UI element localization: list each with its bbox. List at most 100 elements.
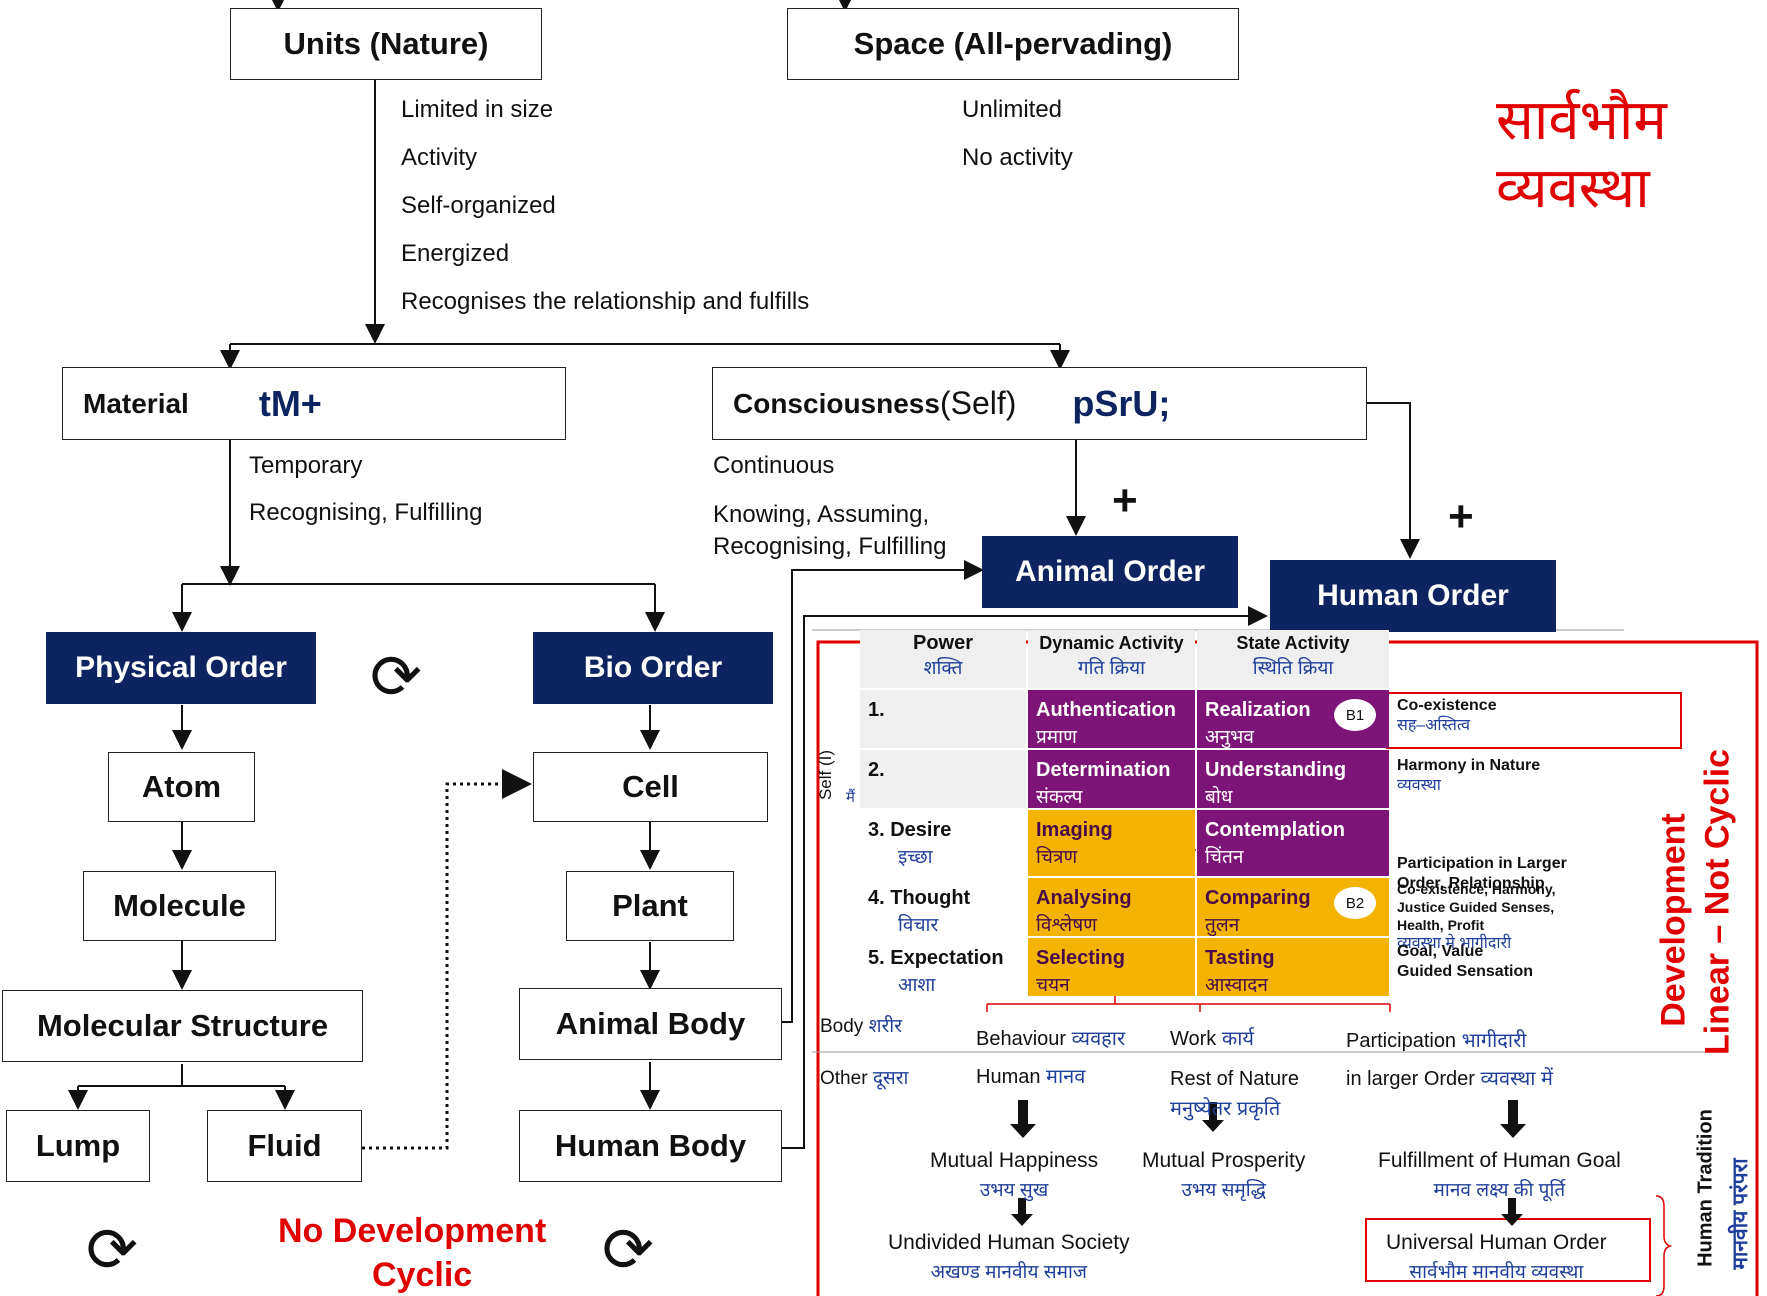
header-dynamic-en: Dynamic Activity [1039, 633, 1184, 653]
power-row-5: 5. Expectation आशा [860, 938, 1026, 996]
state-label: Realization [1205, 699, 1311, 721]
dynamic-label: Imaging [1036, 819, 1113, 841]
fluid-box: Fluid [207, 1110, 362, 1182]
work-label: Work कार्य [1170, 1024, 1254, 1051]
animal-order-box: Animal Order [982, 536, 1238, 608]
consciousness-prop-1: Continuous [713, 452, 835, 479]
state-row-2: Understanding बोध [1197, 750, 1389, 808]
header-power: Power शक्ति [860, 630, 1026, 688]
human-order-box: Human Order [1270, 560, 1556, 632]
dynamic-hindi: चयन [1036, 975, 1070, 996]
units-prop-5: Recognises the relationship and fulfills [401, 288, 810, 315]
dynamic-row-5: Selecting चयन [1028, 938, 1195, 996]
power-row-4: 4. Thought विचार [860, 878, 1026, 936]
outcome-label: Co-existence [1397, 697, 1497, 714]
consciousness-prop-3: Recognising, Fulfilling [713, 533, 947, 560]
outcome-row-4: Co-existence, Harmony, Justice Guided Se… [1397, 881, 1556, 933]
cycle-icon: ⟳ [86, 1216, 138, 1285]
cyclic-label: Cyclic [372, 1256, 473, 1294]
outcome-label: Participation in Larger Order, Relations… [1397, 855, 1567, 892]
human-body-box: Human Body [519, 1110, 782, 1182]
molecular-structure-box: Molecular Structure [2, 990, 363, 1062]
header-power-en: Power [912, 632, 974, 654]
other-label: Other दूसरा [820, 1064, 908, 1090]
universal-human-order: Universal Human Order सार्वभौम मानवीय व्… [1386, 1228, 1607, 1288]
fulfillment-goal: Fulfillment of Human Goal मानव लक्ष्य की… [1378, 1146, 1621, 1206]
self-label: Self (I) [816, 749, 835, 801]
power-row-2: 2. [860, 750, 1026, 808]
human-tradition-label: Human Tradition [1694, 1109, 1717, 1267]
dynamic-row-2: Determination संकल्प [1028, 750, 1195, 808]
power-hindi: विचार [898, 915, 939, 936]
state-hindi: आस्वादन [1205, 975, 1268, 996]
mutual-happiness-hi: उभय सुख [979, 1180, 1049, 1201]
state-hindi: चिंतन [1205, 847, 1244, 868]
larger-en: in larger Order [1346, 1068, 1475, 1090]
material-prop-2: Recognising, Fulfilling [249, 499, 483, 526]
dynamic-label: Analysing [1036, 887, 1132, 909]
dynamic-row-4: Analysing विश्लेषण [1028, 878, 1195, 936]
dynamic-row-1: Authentication प्रमाण [1028, 690, 1195, 748]
linear-not-cyclic-label: Linear – Not Cyclic [1698, 748, 1737, 1056]
human-label: Human मानव [976, 1062, 1085, 1089]
participation-en: Participation [1346, 1030, 1457, 1052]
rest-hi: मनुष्येतर प्रकृति [1170, 1098, 1281, 1120]
work-hi: कार्य [1221, 1028, 1255, 1050]
dynamic-hindi: विश्लेषण [1036, 915, 1097, 936]
state-label: Contemplation [1205, 819, 1345, 841]
physical-order-box: Physical Order [46, 632, 316, 704]
state-hindi: अनुभव [1205, 727, 1254, 748]
dynamic-hindi: प्रमाण [1036, 727, 1077, 748]
space-prop-2: No activity [962, 144, 1073, 171]
mutual-happiness-en: Mutual Happiness [930, 1149, 1099, 1172]
human-hi: मानव [1046, 1066, 1086, 1088]
plus-animal: + [1112, 476, 1138, 525]
consciousness-box: Consciousness (Self) pSrU; [712, 367, 1367, 440]
material-code: tM+ [258, 382, 322, 424]
universal-order-hindi-2: व्यवस्था [1496, 156, 1650, 219]
state-hindi: तुलन [1205, 915, 1240, 936]
units-prop-2: Activity [401, 144, 478, 171]
header-power-hi: शक्ति [923, 658, 963, 679]
b2-badge: B2 [1334, 887, 1376, 919]
behaviour-label: Behaviour व्यवहार [976, 1024, 1125, 1051]
undivided-hi: अखण्ड मानवीय समाज [930, 1262, 1087, 1283]
mutual-happiness: Mutual Happiness उभय सुख [930, 1146, 1098, 1206]
consciousness-label: Consciousness [733, 387, 940, 419]
larger-order-label: in larger Order व्यवस्था में [1346, 1064, 1553, 1091]
plus-human: + [1448, 492, 1474, 541]
undivided-en: Undivided Human Society [888, 1231, 1130, 1254]
header-dynamic-hi: गति क्रिया [1077, 658, 1146, 679]
material-label: Material [83, 387, 189, 419]
self-hindi: मैं [846, 789, 855, 806]
outcome-hindi: व्यवस्था [1397, 777, 1441, 794]
b1-badge: B1 [1334, 699, 1376, 731]
outcome-hindi: सह–अस्तित्व [1397, 717, 1471, 734]
dynamic-hindi: संकल्प [1036, 787, 1083, 808]
consciousness-prop-2: Knowing, Assuming, [713, 501, 930, 528]
mutual-prosperity-en: Mutual Prosperity [1142, 1149, 1306, 1172]
participation-hi: भागीदारी [1461, 1030, 1527, 1052]
mutual-prosperity-hi: उभय समृद्धि [1181, 1180, 1266, 1201]
space-box: Space (All-pervading) [787, 8, 1239, 80]
behaviour-en: Behaviour [976, 1028, 1067, 1050]
undivided-society: Undivided Human Society अखण्ड मानवीय समा… [888, 1228, 1130, 1288]
lump-box: Lump [6, 1110, 150, 1182]
consciousness-self: (Self) [939, 385, 1017, 421]
power-label: 4. Thought [868, 887, 971, 909]
dynamic-label: Authentication [1036, 699, 1176, 721]
units-prop-4: Energized [401, 240, 510, 267]
state-label: Understanding [1205, 759, 1347, 781]
material-box: Material tM+ [62, 367, 566, 440]
power-row-1: 1. [860, 690, 1026, 748]
power-label: 3. Desire [868, 819, 952, 841]
work-en: Work [1170, 1028, 1217, 1050]
dynamic-hindi: चित्रण [1036, 847, 1078, 868]
development-label: Development [1654, 813, 1693, 1027]
state-row-3: Contemplation चिंतन [1197, 810, 1389, 876]
outcome-row-3: Participation in Larger Order, Relations… [1397, 814, 1567, 974]
rest-of-nature-label: Rest of Nature मनुष्येतर प्रकृति [1170, 1064, 1299, 1124]
animal-body-box: Animal Body [519, 988, 782, 1060]
other-en: Other [820, 1068, 868, 1089]
